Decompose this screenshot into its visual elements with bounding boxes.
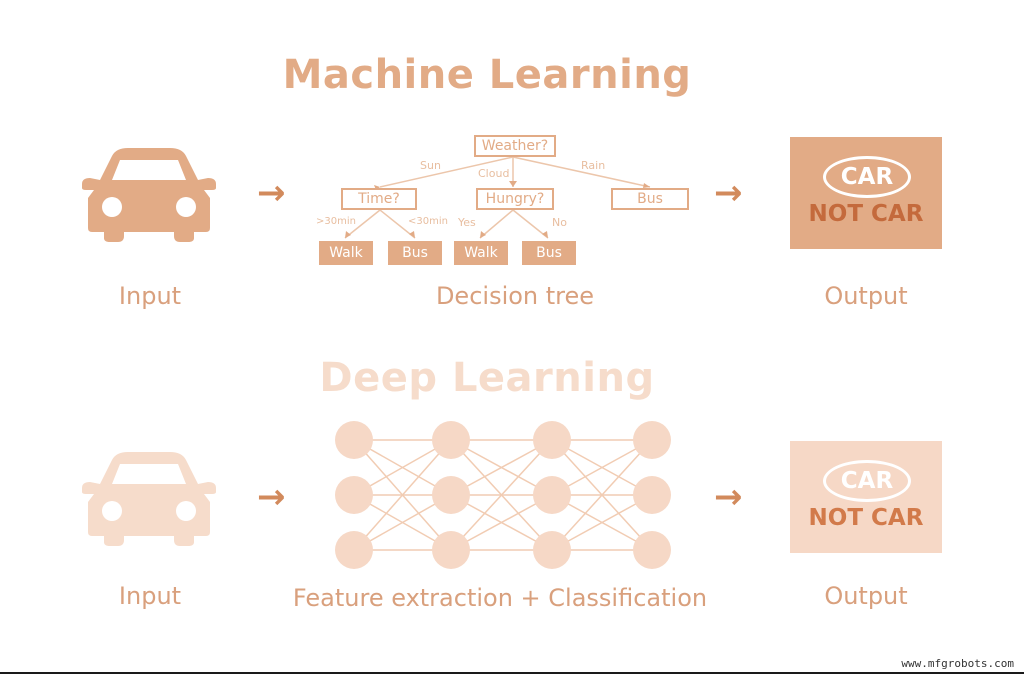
edge-label-rain: Rain: [581, 159, 606, 172]
car-icon-ml: [82, 148, 216, 242]
edge-label-no: No: [552, 216, 567, 229]
neural-network: [335, 421, 671, 569]
edge-label-yes: Yes: [458, 216, 476, 229]
dl-input-caption: Input: [118, 582, 182, 610]
dl-output-box: CAR NOT CAR: [790, 441, 942, 553]
ml-middle-caption: Decision tree: [435, 282, 595, 310]
ml-output-not-car: NOT CAR: [808, 201, 924, 227]
bottom-border: [0, 672, 1024, 674]
dl-middle-caption: Feature extraction + Classification: [292, 584, 708, 612]
tree-leaf-bus-1: Bus: [388, 241, 442, 265]
ml-output-caption: Output: [824, 282, 908, 310]
car-icon-dl: [82, 452, 216, 546]
tree-leaf-bus-2: Bus: [522, 241, 576, 265]
machine-learning-title: Machine Learning: [282, 52, 692, 98]
watermark: www.mfgrobots.com: [901, 657, 1014, 670]
deep-learning-title: Deep Learning: [319, 355, 655, 401]
edge-label-gt30: >30min: [316, 216, 356, 227]
tree-leaf-walk-2: Walk: [454, 241, 508, 265]
tree-edges: [344, 156, 651, 239]
ml-arrow-right: →: [714, 173, 743, 213]
tree-node-hungry: Hungry?: [476, 188, 554, 210]
dl-arrow-right: →: [714, 477, 743, 517]
edge-label-lt30: <30min: [408, 216, 448, 227]
tree-node-time: Time?: [341, 188, 417, 210]
tree-node-bus: Bus: [611, 188, 689, 210]
dl-arrow-left: →: [257, 477, 286, 517]
ml-input-caption: Input: [118, 282, 182, 310]
ml-output-box: CAR NOT CAR: [790, 137, 942, 249]
edge-label-cloud: Cloud: [478, 167, 510, 180]
ml-arrow-left: →: [257, 173, 286, 213]
dl-output-not-car: NOT CAR: [808, 505, 924, 531]
tree-root-weather: Weather?: [474, 135, 556, 157]
tree-leaf-walk-1: Walk: [319, 241, 373, 265]
dl-output-caption: Output: [824, 582, 908, 610]
ml-output-car-oval: CAR: [823, 156, 911, 198]
edge-label-sun: Sun: [420, 159, 441, 172]
dl-output-car-oval: CAR: [823, 460, 911, 502]
